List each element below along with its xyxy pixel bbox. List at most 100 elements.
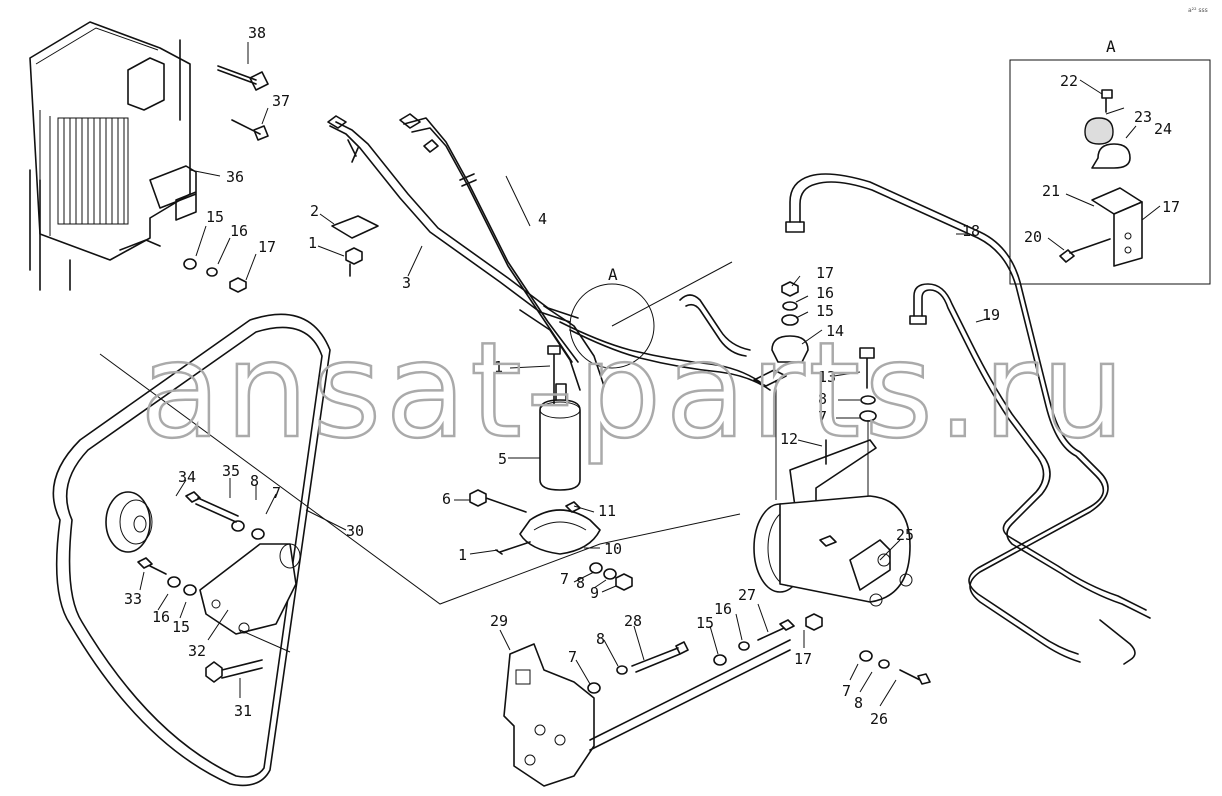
label-19: 19 — [982, 306, 1000, 324]
blower-cover — [127, 57, 165, 111]
label-28: 28 — [624, 612, 642, 630]
label-21: 21 — [1042, 182, 1060, 200]
washer-8-drier — [603, 568, 617, 580]
inset-view-a: A — [1009, 37, 1211, 285]
washer-15-tensioner — [183, 584, 197, 596]
washer-15-lower — [713, 654, 727, 666]
bolt-20 — [1059, 238, 1111, 263]
label-33: 33 — [124, 590, 142, 608]
bolt-22 — [1101, 89, 1113, 113]
label-17-inset: 17 — [1162, 198, 1180, 216]
watermark: ansat-parts.ru — [140, 314, 1129, 468]
label-3: 3 — [402, 274, 411, 292]
label-25: 25 — [896, 526, 914, 544]
label-34: 34 — [178, 468, 196, 486]
clamp-24 — [1091, 143, 1131, 169]
label-10: 10 — [604, 540, 622, 558]
label-37: 37 — [272, 92, 290, 110]
bolt-26 — [899, 669, 931, 685]
washer-16-top — [782, 301, 798, 311]
label-29: 29 — [490, 612, 508, 630]
evaporator-unit — [29, 21, 197, 291]
compressor-25 — [753, 495, 913, 607]
corner-code: a²² sss — [1188, 7, 1208, 14]
pipe-4 — [399, 113, 579, 363]
label-15-lower: 15 — [696, 614, 714, 632]
label-20: 20 — [1024, 228, 1042, 246]
evaporator-connector — [149, 165, 197, 221]
nut-17-lower — [805, 613, 823, 631]
label-32: 32 — [188, 642, 206, 660]
bolt-38 — [217, 65, 269, 91]
label-17-lower: 17 — [794, 650, 812, 668]
nut-17-top — [781, 281, 799, 297]
bracket-17 — [1113, 201, 1143, 267]
label-35: 35 — [222, 462, 240, 480]
bolt-1-top — [345, 247, 363, 277]
washer-15-left — [183, 258, 197, 270]
bolt-1-drier — [547, 345, 561, 405]
inset-frame — [1009, 59, 1211, 285]
bolt-33 — [137, 557, 167, 575]
label-6: 6 — [442, 490, 451, 508]
label-14: 14 — [826, 322, 844, 340]
washer-16-left — [206, 267, 218, 277]
label-7-lower: 7 — [568, 648, 577, 666]
drier-clamp-10 — [519, 509, 601, 555]
pipe-3 — [327, 115, 579, 323]
label-17-top: 17 — [816, 264, 834, 282]
nut-17-left — [229, 277, 247, 293]
label-27: 27 — [738, 586, 756, 604]
pipe-branch — [679, 294, 751, 351]
pipe-3-lower — [519, 309, 581, 391]
bolt-27 — [757, 619, 795, 641]
centre-line — [99, 353, 741, 605]
clamp-23 — [1084, 117, 1114, 145]
screw-37 — [231, 119, 269, 141]
bolt-28 — [631, 641, 689, 673]
label-16-tensioner: 16 — [152, 608, 170, 626]
label-1-drier: 1 — [494, 358, 503, 376]
label-8-pulley: 8 — [250, 472, 259, 490]
pulley-34 — [105, 491, 153, 553]
label-4: 4 — [538, 210, 547, 228]
view-a-marker: A — [608, 265, 618, 284]
bolt-13 — [859, 347, 875, 389]
compressor-bracket-29 — [503, 639, 791, 787]
label-17-left: 17 — [258, 238, 276, 256]
clamp-base — [753, 369, 787, 387]
callout-labels: 38 37 36 15 16 17 2 1 3 4 1 5 6 11 10 1 … — [124, 24, 1180, 728]
label-13: 13 — [818, 368, 836, 386]
bolt-35 — [185, 491, 239, 523]
tensioner-bracket-32 — [199, 543, 301, 635]
washer-8-bracket — [860, 395, 876, 405]
hose-19 — [909, 283, 1151, 665]
washer-7-lower — [587, 682, 601, 694]
label-24: 24 — [1154, 120, 1172, 138]
drive-belt-30 — [52, 313, 331, 787]
label-7-bracket: 7 — [818, 408, 827, 426]
receiver-drier-5 — [539, 345, 581, 491]
label-8-bracket: 8 — [818, 390, 827, 408]
label-23: 23 — [1134, 108, 1152, 126]
label-8-lower: 8 — [596, 630, 605, 648]
washer-7-pulley — [251, 528, 265, 540]
label-15-top: 15 — [816, 302, 834, 320]
label-16-top: 16 — [816, 284, 834, 302]
evaporator-core — [57, 117, 129, 225]
washer-15-top — [781, 314, 799, 326]
screw-1-clamp — [495, 541, 531, 555]
washer-8-lower — [616, 665, 628, 675]
washer-7-comp — [859, 650, 873, 662]
pipe-4-loop — [559, 321, 761, 383]
label-8-comp: 8 — [854, 694, 863, 712]
label-2: 2 — [310, 202, 319, 220]
label-12: 12 — [780, 430, 798, 448]
bolt-6 — [469, 489, 527, 513]
label-16-lower: 16 — [714, 600, 732, 618]
label-15-left: 15 — [206, 208, 224, 226]
label-31: 31 — [234, 702, 252, 720]
washer-7-drier — [589, 562, 603, 574]
hose-18 — [785, 173, 1109, 663]
